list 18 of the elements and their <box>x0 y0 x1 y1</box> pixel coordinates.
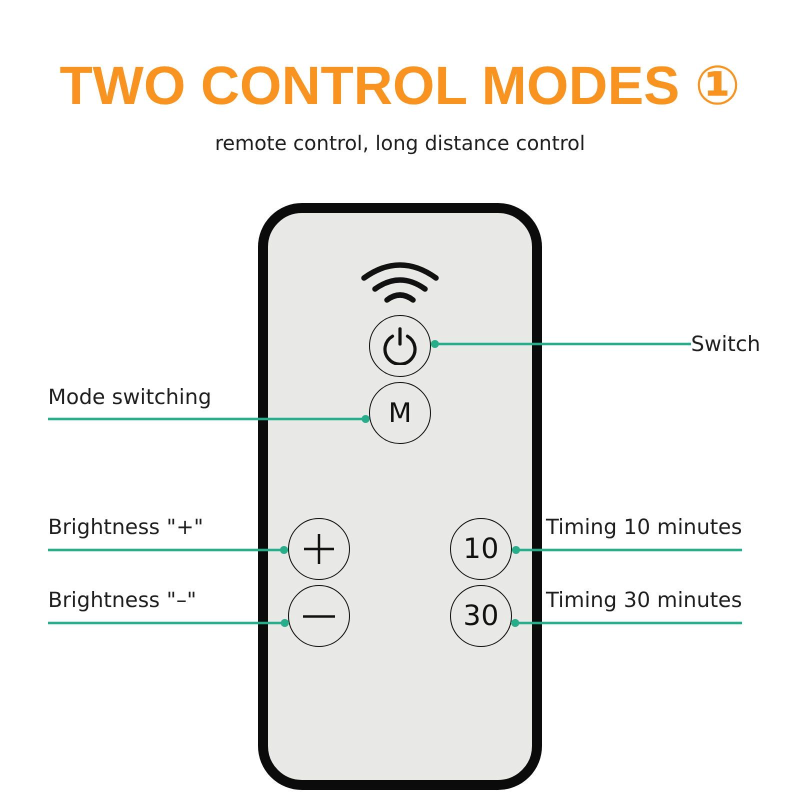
callout-label: Mode switching <box>48 384 212 419</box>
callout-label: Brightness "–" <box>48 587 196 623</box>
remote-body <box>258 203 542 790</box>
leader-line <box>511 619 742 627</box>
callout-label: Switch <box>691 331 760 357</box>
callout-label: Timing 30 minutes <box>546 587 742 623</box>
title: TWO CONTROL MODES ① <box>60 55 740 117</box>
timer-button: 10 <box>450 518 512 580</box>
leader-line <box>512 546 742 554</box>
callout-label: Timing 10 minutes <box>546 514 742 550</box>
callout-label: Brightness "+" <box>48 514 204 550</box>
leader-line <box>48 415 370 423</box>
leader-line <box>48 619 289 627</box>
leader-line <box>48 546 288 554</box>
leader-line <box>430 340 691 348</box>
timer-button: 30 <box>450 585 512 647</box>
subtitle: remote control, long distance control <box>214 130 586 156</box>
mode-button: M <box>369 382 431 444</box>
